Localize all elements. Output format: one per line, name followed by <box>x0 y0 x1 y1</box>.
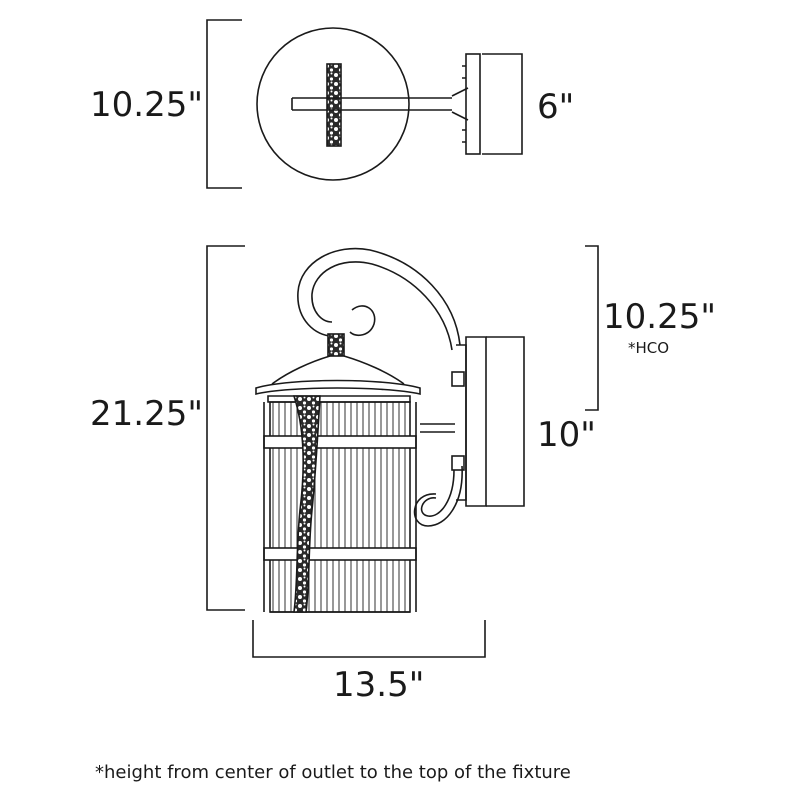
width-bracket <box>252 620 486 658</box>
top-shade-circle <box>256 27 410 181</box>
scroll-arm <box>297 247 461 346</box>
overall-width-label: 13.5" <box>333 665 425 705</box>
lower-band <box>263 547 417 561</box>
top-backplate <box>465 53 481 155</box>
top-depth-bracket <box>206 19 242 189</box>
backplate-height-label: 10" <box>537 415 596 455</box>
top-view <box>206 19 523 189</box>
top-stone-strap <box>326 63 342 147</box>
hco-bracket <box>585 245 599 411</box>
top-arm <box>291 97 452 111</box>
side-view <box>206 245 599 658</box>
top-depth-label: 10.25" <box>90 85 203 125</box>
upper-band <box>263 435 417 449</box>
finial-stone <box>327 333 345 357</box>
lantern-glass <box>269 401 411 613</box>
hco-height-label: 10.25" <box>603 297 716 337</box>
footnote: *height from center of outlet to the top… <box>95 762 571 783</box>
overall-height-label: 21.25" <box>90 394 203 434</box>
overall-height-bracket <box>206 245 245 611</box>
lantern-stone-strap <box>292 395 321 613</box>
top-backplate-bracket <box>482 53 523 155</box>
backplate-bracket <box>486 336 525 507</box>
hco-marker: *HCO <box>628 339 670 357</box>
top-backplate-width-label: 6" <box>537 87 575 127</box>
side-backplate <box>465 336 487 507</box>
lantern-roof <box>271 355 405 385</box>
